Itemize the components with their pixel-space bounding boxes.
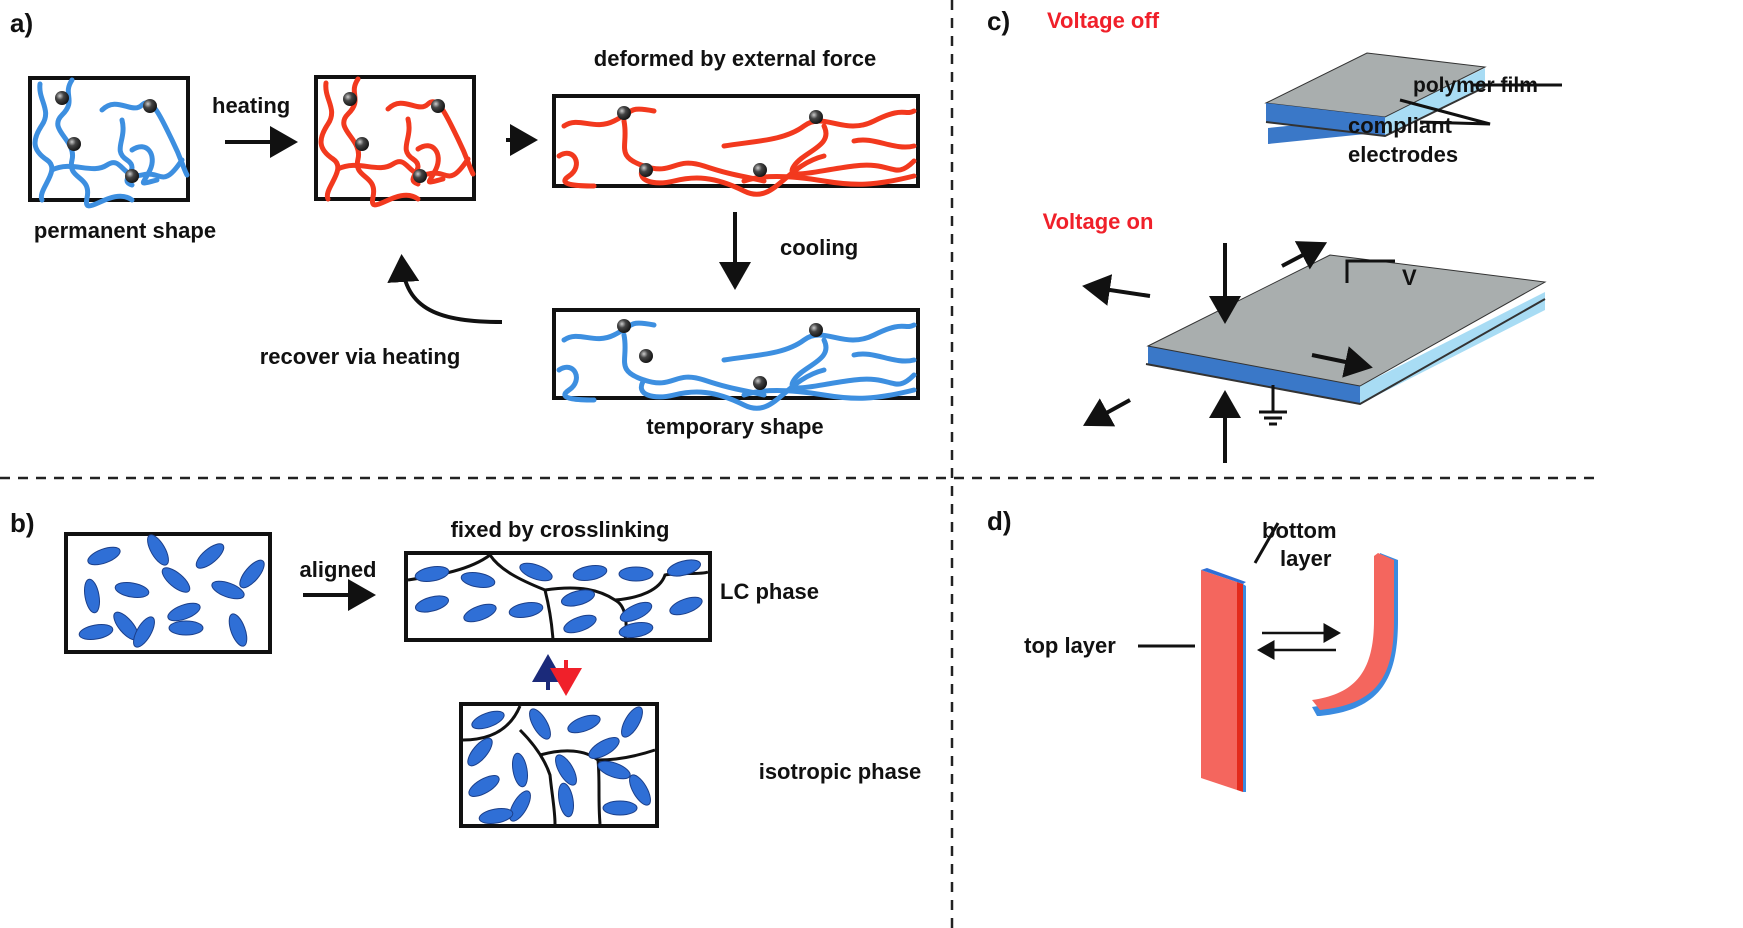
domain-walls-lc bbox=[407, 553, 709, 641]
mesogen bbox=[512, 752, 528, 788]
mesogen bbox=[560, 589, 596, 607]
permanent-shape-box bbox=[28, 76, 190, 206]
mesogen bbox=[414, 566, 450, 582]
domain-walls-iso bbox=[462, 705, 656, 825]
lc-phase-label: LC phase bbox=[720, 579, 819, 604]
mesogen bbox=[629, 774, 651, 806]
mesogen bbox=[563, 614, 597, 634]
mesogen bbox=[468, 775, 500, 797]
mesogen bbox=[161, 567, 191, 593]
mesogen bbox=[133, 616, 155, 648]
layer-label: layer bbox=[1280, 546, 1332, 571]
recover-arrow bbox=[387, 254, 503, 324]
voltage-terminal bbox=[1345, 259, 1395, 283]
mesogen bbox=[618, 566, 654, 582]
flat-bilayer bbox=[1201, 568, 1246, 792]
aligned-label: aligned bbox=[299, 557, 376, 582]
mesogen bbox=[463, 603, 497, 623]
mesogen bbox=[78, 624, 114, 640]
voltage-on-label: Voltage on bbox=[1043, 209, 1154, 234]
mesogen bbox=[508, 602, 544, 618]
mesogen bbox=[114, 582, 150, 598]
actuator-on bbox=[1145, 254, 1547, 406]
bent-bilayer bbox=[1312, 553, 1398, 716]
expand-right-arrow bbox=[1311, 346, 1373, 378]
panel-c-label: c) bbox=[987, 6, 1010, 36]
mesogen bbox=[588, 737, 620, 759]
mesogen bbox=[509, 790, 531, 822]
mesogen bbox=[519, 562, 553, 582]
actuator-off bbox=[1264, 52, 1487, 144]
polymer-film-label: polymer film bbox=[1413, 74, 1538, 97]
mesogen bbox=[460, 572, 496, 588]
mesogen bbox=[618, 622, 654, 638]
expand-back-arrow bbox=[1281, 241, 1328, 270]
panel-a-label: a) bbox=[10, 8, 33, 38]
mesogen bbox=[195, 543, 225, 569]
mesogen bbox=[84, 578, 100, 614]
mesogen bbox=[211, 580, 245, 600]
mesogen bbox=[471, 710, 505, 730]
mesogen bbox=[478, 808, 514, 824]
expand-left-arrow bbox=[1082, 274, 1151, 306]
mesogen bbox=[529, 708, 551, 740]
mesogen bbox=[414, 595, 450, 613]
electrodes-label: electrodes bbox=[1348, 142, 1458, 167]
compliant-label: compliant bbox=[1348, 113, 1453, 138]
mesogen bbox=[228, 613, 248, 647]
voltage-off-label: Voltage off bbox=[1047, 8, 1160, 33]
random-mesogens bbox=[78, 534, 265, 648]
fixed-label: fixed by crosslinking bbox=[451, 517, 670, 542]
heating-label: heating bbox=[212, 93, 290, 118]
isotropic-mesogens bbox=[467, 706, 651, 824]
mesogen bbox=[555, 754, 577, 786]
aligned-mesogens bbox=[414, 559, 703, 638]
top-layer-label: top layer bbox=[1024, 633, 1116, 658]
mesogen bbox=[602, 800, 638, 816]
mesogen bbox=[87, 546, 121, 566]
lc-phase-box bbox=[404, 551, 712, 642]
bottom-layer-leader bbox=[1253, 522, 1280, 564]
panel-d-label: d) bbox=[987, 506, 1012, 536]
temporary-shape-label: temporary shape bbox=[646, 414, 823, 439]
recover-label: recover via heating bbox=[260, 344, 461, 369]
electrodes-leader bbox=[1399, 98, 1491, 126]
mesogen bbox=[669, 596, 703, 616]
ground-symbol bbox=[1259, 385, 1287, 426]
isotropic-phase-label: isotropic phase bbox=[759, 759, 922, 784]
voltage-symbol: V bbox=[1402, 265, 1417, 290]
heated-shape-box bbox=[314, 75, 476, 205]
mesogen bbox=[558, 782, 574, 818]
mesogen bbox=[619, 601, 653, 623]
temporary-shape-box bbox=[552, 308, 920, 408]
mesogen bbox=[621, 706, 643, 738]
panel-b-label: b) bbox=[10, 508, 35, 538]
mesogen bbox=[572, 565, 608, 581]
mesogen bbox=[239, 559, 265, 589]
mesogen bbox=[467, 737, 493, 767]
mesogen bbox=[666, 559, 702, 577]
mesogen bbox=[168, 620, 204, 636]
mesogen bbox=[147, 534, 169, 566]
expand-front-arrow bbox=[1082, 398, 1131, 427]
mesogen bbox=[597, 760, 631, 780]
deformed-label: deformed by external force bbox=[594, 46, 876, 71]
mesogen bbox=[167, 602, 201, 622]
cooling-label: cooling bbox=[780, 235, 858, 260]
deformed-shape-box bbox=[552, 94, 920, 194]
permanent-shape-label: permanent shape bbox=[34, 218, 216, 243]
mesogen bbox=[567, 714, 601, 734]
